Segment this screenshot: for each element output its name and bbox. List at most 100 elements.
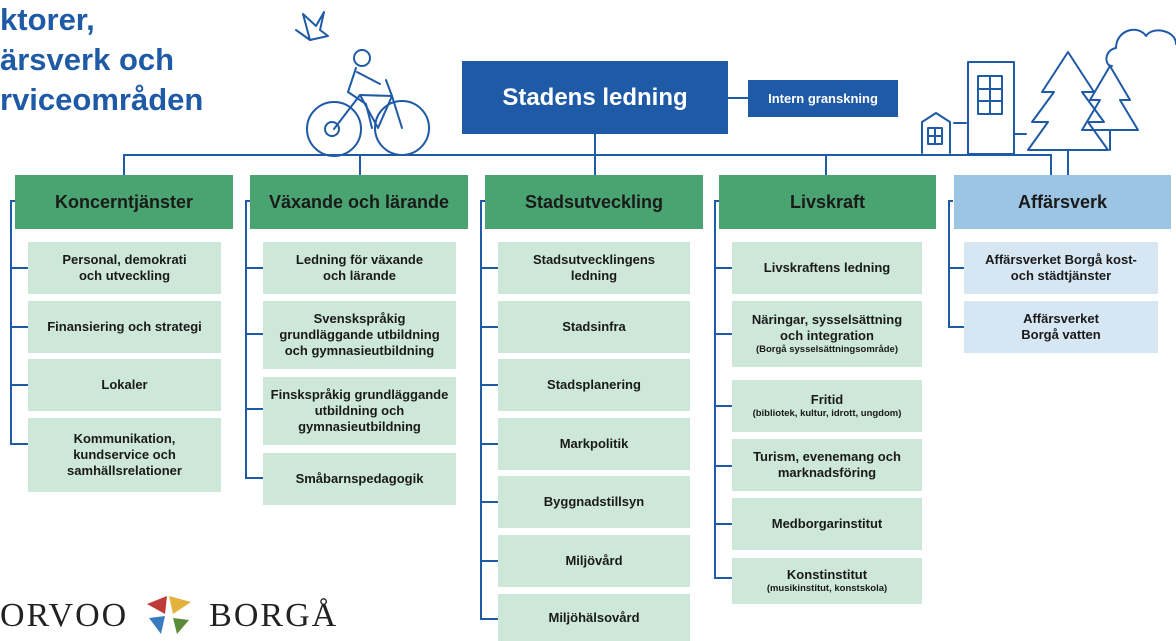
intern-granskning-box: Intern granskning <box>748 80 898 117</box>
connector <box>714 267 732 269</box>
box-label: Näringar, sysselsättning och integration <box>751 312 903 343</box>
box-finsksprakig: Finskspråkig grundläggande utbildning oc… <box>263 377 456 445</box>
box-affarsverket-kost: Affärsverket Borgå kost- och städtjänste… <box>964 242 1158 294</box>
connector <box>948 200 950 328</box>
box-label: Finskspråkig grundläggande utbildning oc… <box>270 387 449 434</box>
connector <box>10 200 12 443</box>
connector <box>948 267 964 269</box>
box-label: Personal, demokrati och utveckling <box>62 252 187 283</box>
connector <box>245 267 263 269</box>
box-svensksprakig: Svenskspråkig grundläggande utbildning o… <box>263 301 456 369</box>
title-line-2: ärsverk och <box>0 42 175 77</box>
stadens-ledning-box: Stadens ledning <box>462 61 728 134</box>
logo-text-left: ORVOO <box>0 596 129 634</box>
connector <box>714 523 732 525</box>
cloud-icon <box>1105 28 1176 67</box>
box-label: Stadsplanering <box>547 377 641 392</box>
stadens-ledning-label: Stadens ledning <box>502 83 688 111</box>
connector <box>728 97 748 99</box>
connector <box>714 405 732 407</box>
connector <box>245 200 247 478</box>
box-naringar: Näringar, sysselsättning och integration… <box>732 301 922 367</box>
connector <box>245 200 250 202</box>
connector <box>948 200 953 202</box>
bird-icon <box>295 11 329 41</box>
header-koncerntjanster: Koncerntjänster <box>15 175 233 229</box>
box-personal: Personal, demokrati och utveckling <box>28 242 221 294</box>
connector <box>245 408 263 410</box>
box-label: Fritid <box>810 392 844 407</box>
box-fritid: Fritid (bibliotek, kultur, idrott, ungdo… <box>732 380 922 432</box>
box-label: Svenskspråkig grundläggande utbildning o… <box>279 311 440 358</box>
box-label: Affärsverket Borgå vatten <box>1021 311 1101 342</box>
box-miljovard: Miljövård <box>498 535 690 587</box>
box-label: Turism, evenemang och marknadsföring <box>753 449 901 480</box>
box-label: Kommunikation, kundservice och samhällsr… <box>67 431 182 478</box>
header-label: Växande och lärande <box>268 191 450 212</box>
intern-granskning-label: Intern granskning <box>768 91 878 106</box>
connector <box>10 267 28 269</box>
connector <box>10 200 15 202</box>
connector <box>480 267 498 269</box>
connector <box>480 618 498 620</box>
connector <box>480 560 498 562</box>
header-label: Livskraft <box>789 191 866 212</box>
tree-icon <box>1027 51 1139 177</box>
box-kommunikation: Kommunikation, kundservice och samhällsr… <box>28 418 221 492</box>
connector <box>714 200 716 578</box>
connector <box>948 326 964 328</box>
porvoo-borga-logo: ORVOO BORGÅ <box>0 596 338 640</box>
box-label: Småbarnspedagogik <box>295 471 424 486</box>
connector <box>480 326 498 328</box>
box-konstinstitut: Konstinstitut (musikinstitut, konstskola… <box>732 558 922 604</box>
page-title: ktorer, ärsverk och rviceområden <box>0 0 203 120</box>
header-affarsverk: Affärsverk <box>954 175 1171 229</box>
box-label: Byggnadstillsyn <box>543 494 645 509</box>
box-label: Stadsutvecklingens ledning <box>532 252 656 283</box>
header-livskraft: Livskraft <box>719 175 936 229</box>
box-sublabel: (musikinstitut, konstskola) <box>766 583 888 594</box>
cyclist-icon <box>306 49 430 157</box>
box-markpolitik: Markpolitik <box>498 418 690 470</box>
connector <box>714 577 732 579</box>
box-stadsinfra: Stadsinfra <box>498 301 690 353</box>
connector <box>123 154 125 175</box>
header-label: Affärsverk <box>1017 191 1108 212</box>
box-label: Markpolitik <box>559 436 629 451</box>
box-byggnadstillsyn: Byggnadstillsyn <box>498 476 690 528</box>
connector <box>245 477 263 479</box>
box-stadsplanering: Stadsplanering <box>498 359 690 411</box>
box-label: Medborgarinstitut <box>771 516 883 531</box>
box-label: Livskraftens ledning <box>763 260 891 275</box>
connector <box>359 154 361 175</box>
box-miljohalsovard: Miljöhälsovård <box>498 594 690 641</box>
box-label: Ledning för växande och lärande <box>295 252 424 283</box>
connector <box>1050 154 1052 175</box>
building-icon <box>921 61 1027 155</box>
header-label: Koncerntjänster <box>54 191 194 212</box>
box-sublabel: (Borgå sysselsättningsområde) <box>755 344 898 355</box>
box-finansiering: Finansiering och strategi <box>28 301 221 353</box>
box-label: Affärsverket Borgå kost- och städtjänste… <box>985 252 1137 283</box>
box-affarsverket-vatten: Affärsverket Borgå vatten <box>964 301 1158 353</box>
box-ledning-vaxande: Ledning för växande och lärande <box>263 242 456 294</box>
connector <box>714 200 719 202</box>
box-livskraft-ledning: Livskraftens ledning <box>732 242 922 294</box>
connector <box>480 384 498 386</box>
box-stadsutv-ledning: Stadsutvecklingens ledning <box>498 242 690 294</box>
connector <box>123 154 1051 156</box>
box-sublabel: (bibliotek, kultur, idrott, ungdom) <box>752 408 902 419</box>
connector <box>10 326 28 328</box>
box-medborgarinstitut: Medborgarinstitut <box>732 498 922 550</box>
box-smabarnspedagogik: Småbarnspedagogik <box>263 453 456 505</box>
box-turism: Turism, evenemang och marknadsföring <box>732 439 922 491</box>
connector <box>480 443 498 445</box>
box-label: Miljöhälsovård <box>548 609 640 625</box>
connector <box>10 443 28 445</box>
box-label: Konstinstitut <box>786 567 868 582</box>
box-label: Lokaler <box>101 377 148 392</box>
connector <box>480 200 482 620</box>
box-label: Miljövård <box>565 553 623 568</box>
header-stadsutveckling: Stadsutveckling <box>485 175 703 229</box>
connector <box>825 154 827 175</box>
